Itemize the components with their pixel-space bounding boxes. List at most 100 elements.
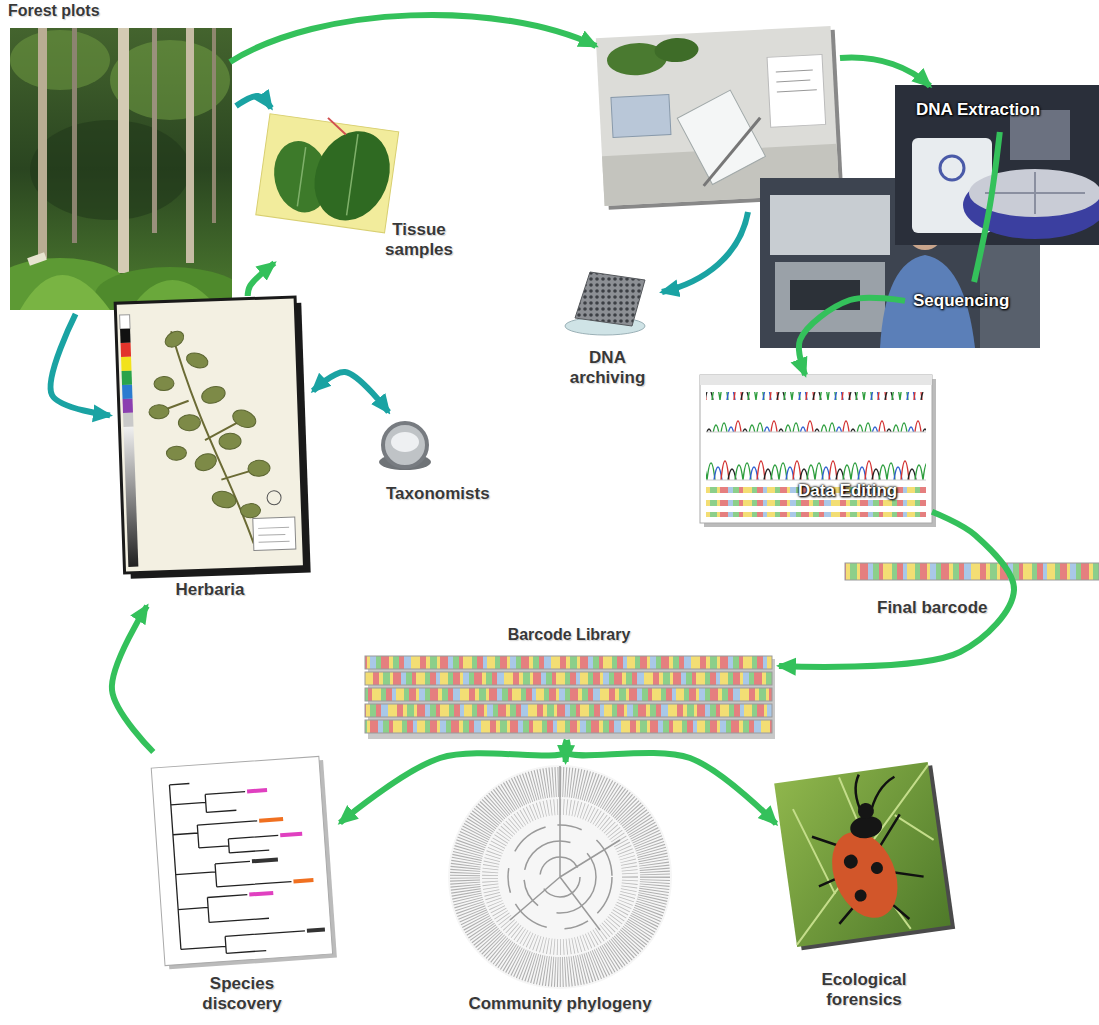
flow-arrow <box>313 372 389 412</box>
label-slot: Taxonomists <box>386 484 490 504</box>
sample-card: Tissue samples <box>252 108 461 263</box>
barcode-library-bars <box>365 704 772 717</box>
beetle-photo <box>774 761 955 950</box>
beetle-photo <box>774 762 950 947</box>
lab-photo <box>611 95 671 138</box>
herbarium-sheet <box>121 343 131 357</box>
circular-phylogeny <box>510 766 620 930</box>
herbarium-sheet <box>200 384 228 406</box>
photo-panel: Forest plots <box>6 2 236 314</box>
library-box: Barcode Library <box>362 624 779 740</box>
node-label: Sequencing <box>913 291 1009 311</box>
photo-label-box: Sequencing <box>905 282 1035 322</box>
node-label: Species discovery <box>182 974 302 1013</box>
herbarium-sheet <box>162 328 186 350</box>
chromatogram <box>700 375 932 523</box>
plate-icon-box: DNA archiving <box>555 272 663 397</box>
lab-photo <box>654 37 699 63</box>
lab-arrows <box>230 15 930 292</box>
label-slot: Sequencing <box>913 291 1009 311</box>
beetle-photo <box>811 812 930 931</box>
barcode-library-bars <box>365 672 772 685</box>
node-label: Tissue samples <box>380 220 458 259</box>
herbarium-sheet <box>120 315 130 329</box>
forest-photo <box>72 28 77 243</box>
species-tree <box>252 857 278 863</box>
barcode-library-bars <box>365 656 772 669</box>
beetle-photo <box>854 889 868 903</box>
lab-arrows <box>840 58 930 86</box>
herbarium-sheet <box>115 297 311 579</box>
lab-arrows <box>230 15 596 62</box>
herbarium-sheet <box>120 329 130 343</box>
herbarium-sheet <box>122 371 132 385</box>
label-slot: DNA Extraction <box>916 100 1040 120</box>
herbarium-sheet <box>123 399 133 413</box>
loupe-icon <box>379 423 431 470</box>
herbarium-sheet <box>149 404 169 419</box>
label-slot: Herbaria <box>110 580 310 600</box>
node-label: DNA archiving <box>555 348 660 387</box>
herbarium-sheet <box>230 407 258 431</box>
species-tree <box>151 756 337 970</box>
forest-photo <box>20 275 110 310</box>
lab-photo <box>677 90 765 184</box>
lab-photo <box>767 54 826 127</box>
species-tree <box>293 878 313 883</box>
barcode-library-bars <box>365 720 772 733</box>
flow-arrow <box>340 740 568 823</box>
flow-arrow <box>248 263 275 296</box>
flow-arrow <box>779 512 1014 667</box>
chromatogram-box: Data Editing <box>700 375 932 523</box>
beetle-photo <box>857 802 875 820</box>
forest-photo <box>10 28 232 310</box>
flow-arrow <box>51 314 110 415</box>
connectors <box>51 96 1014 824</box>
herbarium-sheet <box>156 328 261 546</box>
node-label: Taxonomists <box>386 484 490 504</box>
herbarium-sheet <box>154 376 174 391</box>
node-label: Barcode Library <box>362 626 776 644</box>
flow-arrow <box>799 298 905 375</box>
flow-arrow <box>236 96 271 108</box>
tissue-sample-card <box>297 127 358 215</box>
sequencing-photo <box>790 280 860 310</box>
herbarium-sheet <box>121 357 131 371</box>
loupe-icon <box>383 423 427 467</box>
species-tree <box>151 756 332 965</box>
node-label: Community phylogeny <box>440 994 680 1014</box>
chromatogram <box>700 375 936 527</box>
node-label: DNA Extraction <box>916 100 1040 120</box>
dna-extraction-photo <box>940 156 964 180</box>
barcode-bar <box>845 563 1099 580</box>
herbarium-sheet <box>240 503 260 518</box>
species-tree <box>259 817 283 823</box>
barcode-box: Final barcode <box>842 560 1099 622</box>
species-tree <box>249 891 273 897</box>
barcode-library-bars <box>365 672 772 685</box>
label-slot: Data Editing <box>798 481 897 501</box>
beetle-photo <box>775 765 951 945</box>
tree-box: Species discovery <box>145 752 340 1020</box>
label-slot: Ecological forensics <box>804 970 924 1009</box>
photo-label-box: DNA Extraction <box>908 92 1097 132</box>
herbarium-box: Herbaria <box>110 296 313 606</box>
loupe-icon-box: Taxonomists <box>368 412 518 512</box>
label-slot: Community phylogeny <box>440 994 680 1014</box>
lab-photo <box>700 118 763 186</box>
label-slot: DNA archiving <box>555 348 660 387</box>
chromatogram <box>704 379 936 527</box>
beetle-photo <box>843 854 859 870</box>
beetle-photo <box>804 768 929 931</box>
chromatogram <box>706 392 926 432</box>
herbarium-sheet <box>253 517 296 550</box>
forest-photo <box>212 28 216 223</box>
forest-photo <box>186 28 194 263</box>
chromatogram <box>706 512 926 517</box>
species-tree <box>169 776 306 956</box>
label-slot: Barcode Library <box>362 626 776 644</box>
chromatogram <box>706 440 926 480</box>
